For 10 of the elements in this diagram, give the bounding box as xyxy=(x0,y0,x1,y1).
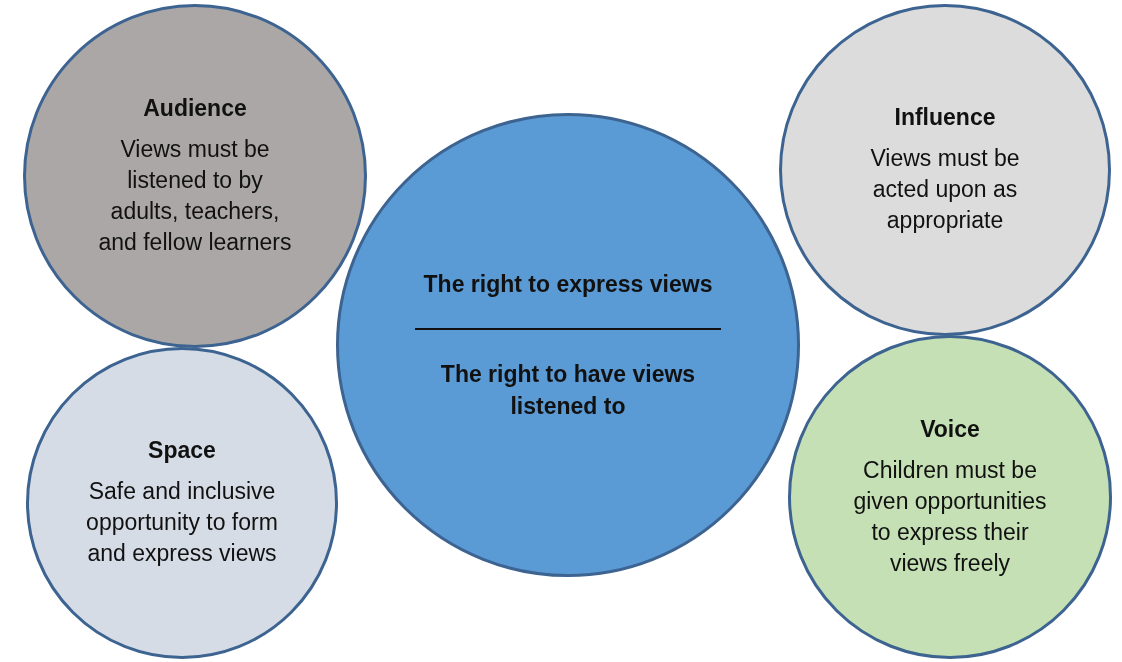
circle-text: Children must be given opportunities to express their views freely xyxy=(852,455,1048,578)
circle-heading: Voice xyxy=(920,415,980,443)
circle-text: The right to have views listened to xyxy=(439,360,697,421)
circle-heading: Audience xyxy=(143,94,247,122)
circle-heading: Space xyxy=(148,437,216,464)
circle-text: Views must be listened to by adults, teachers, and fellow learners xyxy=(97,134,293,257)
circle-text: Views must be acted upon as appropriate xyxy=(869,144,1021,235)
circle-text: Safe and inclusive opportunity to form and express views xyxy=(85,477,279,568)
circle-text: The right to express views xyxy=(423,270,713,299)
circle-heading: Influence xyxy=(894,104,996,131)
